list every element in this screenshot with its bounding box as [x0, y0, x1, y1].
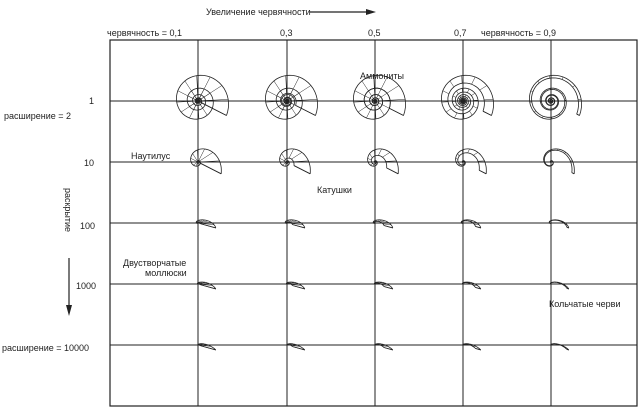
label-coils: Катушки: [317, 185, 352, 195]
shell-growth-lines: [543, 148, 575, 175]
shell-growth-lines: [286, 281, 305, 290]
shell-aperture: [199, 223, 216, 229]
shell-growth-lines: [286, 343, 305, 351]
shell-aperture: [386, 167, 399, 175]
shell-inner-edge: [550, 281, 568, 289]
shell-growth-lines: [375, 343, 393, 351]
column-label-2: 0,3: [280, 28, 293, 38]
row-label-4: 1000: [76, 281, 97, 291]
label-worms: Кольчатые черви: [549, 299, 621, 309]
label-bivalves-2: моллюски: [145, 268, 187, 278]
shell-aperture: [389, 107, 404, 116]
shell-growth-lines: [461, 219, 481, 229]
shell-outer-edge: [455, 148, 487, 174]
shell-inner-edge: [531, 77, 579, 118]
shell-aperture: [475, 287, 481, 290]
arrow-right-icon: [366, 9, 376, 15]
shell-growth-lines: [373, 219, 393, 229]
shell-inner-edge: [461, 220, 476, 227]
shell-growth-lines: [190, 148, 222, 175]
shell-aperture: [199, 284, 216, 290]
shell-growth-lines: [463, 343, 481, 351]
vertical-axis-label: раскрытие: [63, 187, 74, 233]
shell-aperture: [295, 104, 316, 116]
shell-aperture: [383, 347, 393, 351]
row-label-5: расширение = 10000: [2, 343, 90, 353]
shell-aperture: [479, 169, 487, 175]
shell-inner-edge: [374, 282, 385, 287]
shell-aperture: [576, 113, 580, 116]
shell-aperture: [292, 346, 305, 351]
shell-aperture: [293, 165, 311, 175]
row-label-1: 1: [89, 96, 95, 106]
label-ammonites: Аммониты: [360, 71, 404, 81]
column-label-4: 0,7: [454, 28, 467, 38]
shell-aperture: [383, 286, 393, 290]
shell-growth-lines: [285, 219, 305, 229]
row-sublabel-1: расширение = 2: [4, 111, 72, 121]
label-nautilus: Наутилус: [131, 151, 171, 161]
shell-growth-lines: [197, 343, 216, 351]
shell-aperture: [292, 224, 305, 229]
shell-growth-lines: [455, 148, 487, 175]
shell-aperture: [200, 162, 222, 175]
shell-aperture: [199, 345, 216, 351]
label-bivalves-1: Двустворчатые: [123, 258, 187, 268]
shell-aperture: [571, 172, 575, 175]
shell-growth-lines: [529, 75, 582, 119]
row-label-2: 10: [84, 158, 95, 168]
shell-aperture: [482, 110, 492, 116]
shell-growth-lines: [462, 281, 481, 290]
shell-growth-lines: [353, 75, 406, 119]
shell-growth-lines: [196, 219, 216, 229]
shell-growth-lines: [549, 219, 569, 229]
shell-growth-lines: [197, 281, 216, 290]
shell-inner-edge: [457, 152, 480, 171]
shell-growth-lines: [176, 75, 229, 119]
shell-aperture: [475, 348, 481, 351]
shell-growth-lines: [374, 281, 393, 290]
shell-aperture: [292, 285, 305, 290]
shell-growth-lines: [551, 343, 569, 351]
column-label-5: червячность = 0,9: [481, 28, 556, 38]
shell-growth-lines: [279, 148, 311, 175]
row-label-3: 100: [80, 221, 96, 231]
shell-outer-edge: [279, 148, 311, 174]
shell-inner-edge: [544, 149, 573, 173]
shell-growth-lines: [550, 281, 569, 290]
shell-inner-edge: [550, 343, 568, 350]
shell-growth-lines: [441, 75, 494, 119]
shell-aperture: [383, 225, 393, 229]
shell-inner-edge: [549, 219, 568, 228]
diagram-title: Увеличение червячности: [206, 7, 311, 17]
shell-outer-edge: [367, 148, 399, 174]
column-label-3: 0,5: [368, 28, 381, 38]
shell-growth-lines: [367, 148, 399, 175]
arrow-down-icon: [66, 305, 72, 316]
column-label-1: червячность = 0,1: [107, 28, 182, 38]
shell-aperture: [475, 226, 481, 229]
shell-growth-lines: [265, 75, 318, 119]
shell-aperture: [200, 102, 227, 116]
